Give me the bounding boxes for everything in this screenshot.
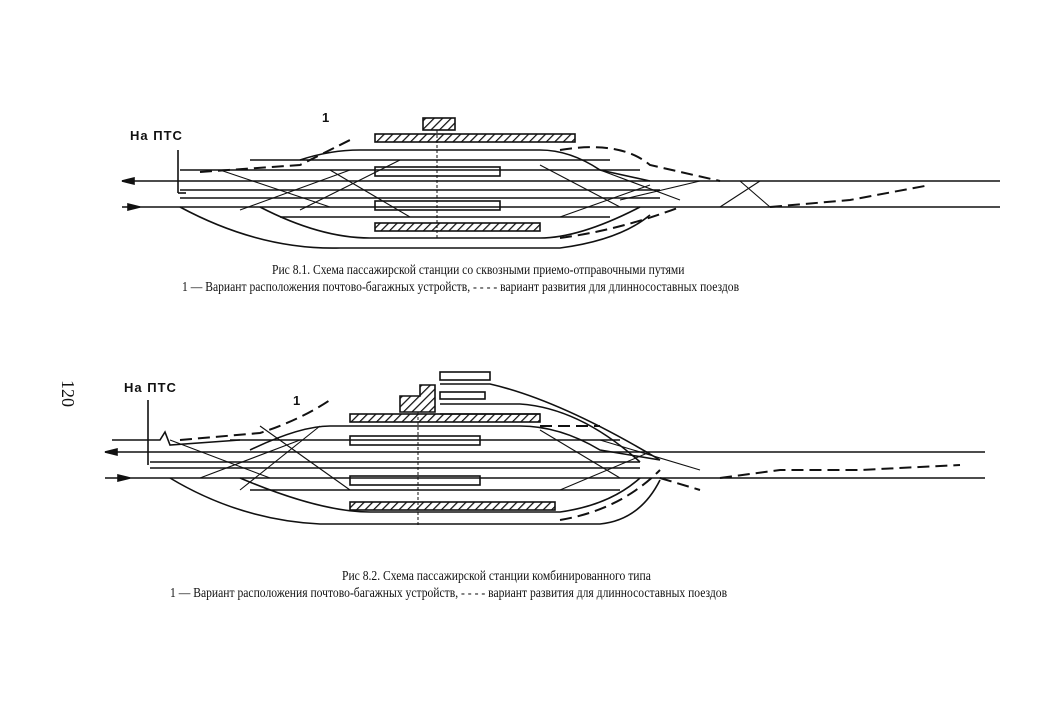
fig2-platforms — [349, 371, 556, 525]
fig2-main-tracks — [104, 383, 985, 525]
fig1-caption-title: Рис 8.1. Схема пассажирской станции со с… — [272, 262, 685, 277]
fig2-dashed-variant — [179, 399, 961, 521]
fig2-caption-title: Рис 8.2. Схема пассажирской станции комб… — [342, 568, 651, 583]
fig1-dashed-variant — [199, 139, 931, 239]
fig1-pts-label: На ПТС — [130, 128, 183, 143]
page-number: 120 — [58, 380, 78, 407]
fig1-platforms — [374, 117, 576, 240]
fig2-caption-legend: 1 — Вариант расположения почтово-багажны… — [170, 585, 728, 600]
fig1-caption-legend: 1 — Вариант расположения почтово-багажны… — [182, 279, 740, 294]
fig1-main-tracks — [121, 149, 1000, 249]
fig2-pts-label: На ПТС — [124, 380, 177, 395]
fig2-variant-label: 1 — [293, 393, 302, 408]
fig1-variant-label: 1 — [322, 110, 331, 125]
